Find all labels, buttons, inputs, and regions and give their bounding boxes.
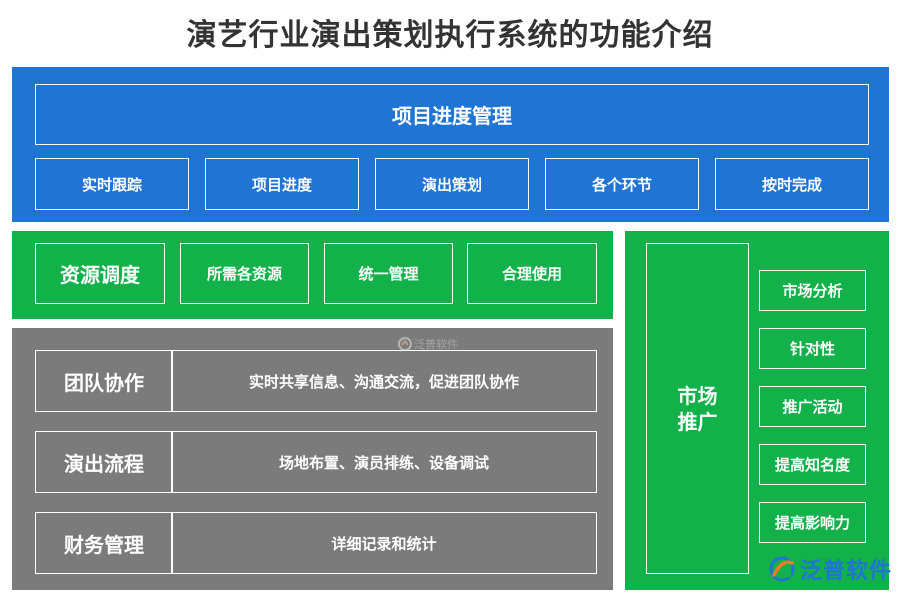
brand-logo-icon	[769, 556, 795, 582]
resource-item-3: 合理使用	[467, 243, 597, 304]
row-desc-performance: 场地布置、演员排练、设备调试	[171, 431, 597, 493]
watermark: 泛普软件	[398, 336, 458, 352]
resource-item-1: 所需各资源	[180, 243, 309, 304]
project-header: 项目进度管理	[35, 84, 869, 145]
row-label-team: 团队协作	[35, 350, 173, 412]
market-item-3: 推广活动	[759, 386, 866, 427]
market-item-5: 提高影响力	[759, 502, 866, 543]
function-panel	[12, 328, 613, 590]
market-label-line2: 推广	[677, 409, 718, 434]
project-item-2: 项目进度	[205, 158, 359, 210]
project-item-5: 按时完成	[715, 158, 869, 210]
row-desc-finance: 详细记录和统计	[171, 512, 597, 574]
project-item-3: 演出策划	[375, 158, 529, 210]
market-item-1: 市场分析	[759, 270, 866, 311]
resource-header: 资源调度	[35, 243, 165, 304]
market-label-line1: 市场	[677, 383, 718, 408]
watermark-text: 泛普软件	[414, 338, 458, 351]
row-desc-team: 实时共享信息、沟通交流，促进团队协作	[171, 350, 597, 412]
market-label: 市场 推广	[646, 243, 749, 574]
project-item-4: 各个环节	[545, 158, 699, 210]
project-item-1: 实时跟踪	[35, 158, 189, 210]
market-item-4: 提高知名度	[759, 444, 866, 485]
row-label-finance: 财务管理	[35, 512, 173, 574]
market-item-2: 针对性	[759, 328, 866, 369]
resource-item-2: 统一管理	[324, 243, 453, 304]
market-panel	[625, 231, 889, 590]
page-title: 演艺行业演出策划执行系统的功能介绍	[186, 18, 714, 53]
row-label-performance: 演出流程	[35, 431, 173, 493]
resource-panel	[12, 231, 613, 319]
brand-logo-text: 泛普软件	[800, 559, 893, 584]
watermark-logo-icon	[398, 337, 412, 351]
brand-logo: 泛普软件	[768, 552, 892, 586]
